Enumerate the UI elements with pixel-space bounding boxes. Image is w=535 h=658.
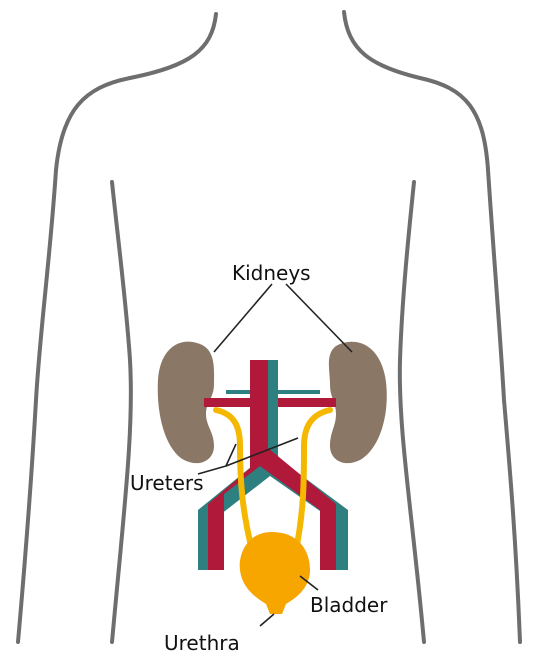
urethra-label: Urethra (164, 631, 240, 655)
ureters-label: Ureters (130, 471, 204, 495)
body-outline-left (18, 14, 216, 642)
kidneys-leader-left (214, 284, 272, 352)
left-arm-inner (112, 182, 131, 642)
bladder (240, 532, 310, 614)
bladder-label: Bladder (310, 593, 388, 617)
body-outline-right (344, 12, 520, 642)
kidneys-leader-right (286, 284, 352, 352)
right-arm-inner (400, 182, 424, 642)
urethra-leader (260, 614, 274, 626)
right-kidney (329, 342, 387, 463)
kidneys-label: Kidneys (232, 261, 311, 285)
